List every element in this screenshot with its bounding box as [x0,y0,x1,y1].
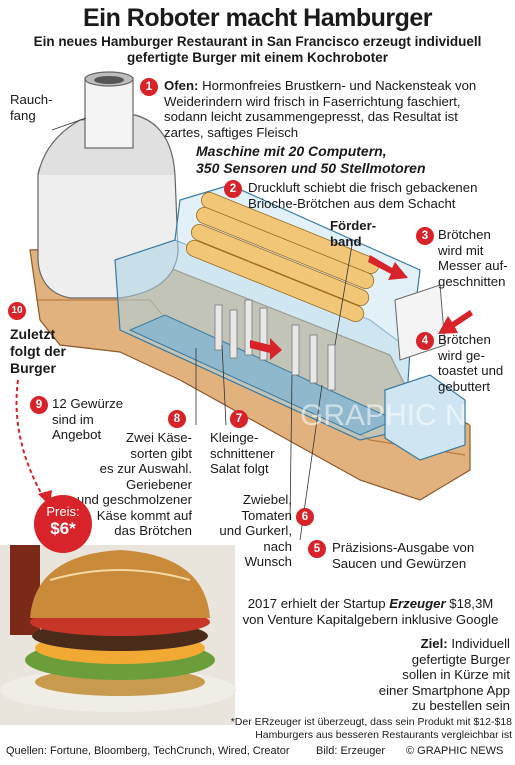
price-badge: Preis: $6* [34,495,92,553]
copyright: © GRAPHIC NEWS [406,745,504,757]
step-1-badge: 1 [140,78,158,96]
burger-photo [0,545,236,725]
step-5-text: Präzisions-Ausgabe von Saucen und Gewürz… [332,540,475,571]
step-10-text: Zuletzt folgt der Burger [10,326,66,376]
conveyor-label: Förder- band [330,218,377,249]
step-9-text: 12 Gewürze sind im Angebot [52,396,124,442]
machine-title: Maschine mit 20 Computern, 350 Sensoren … [196,143,426,176]
step-3-badge: 3 [416,227,434,245]
sources: Quellen: Fortune, Bloomberg, TechCrunch,… [6,745,290,757]
step-7-badge: 7 [230,410,248,428]
step-8-text: Zwei Käse- sorten gibt es zur Auswahl. G… [76,430,192,538]
step-5-badge: 5 [308,540,326,558]
step-4-badge: 4 [416,332,434,350]
funding-text: 2017 erhielt der Startup Erzeuger $18,3M… [242,596,499,627]
step-9-badge: 9 [30,396,48,414]
subtitle-line: gefertigte Burger mit einem Kochroboter [126,50,389,65]
step-10-badge: 10 [8,302,26,320]
subtitle-line: Ein neues Hamburger Restaurant in San Fr… [33,34,482,49]
watermark-text: GRAPHIC NEWS [300,399,515,432]
step-6-text: Zwiebel, Tomaten und Gurkerl, nach Wunsc… [219,492,292,569]
direction-arrows [250,255,473,360]
page-title: Ein Roboter macht Hamburger [82,4,433,32]
step-1-text: Ofen: Hormonfreies Brustkern- und Nacken… [164,78,477,140]
chimney [84,77,134,149]
step-6-badge: 6 [296,508,314,526]
step-3-text: Brötchen wird mit Messer auf- geschnitte… [438,227,508,289]
goal-text: Ziel: Individuell gefertigte Burger soll… [378,636,510,713]
bun-rollers [186,192,380,322]
chimney-label: Rauch- fang [10,92,53,123]
footnote: *Der ERzeuger ist überzeugt, dass sein P… [230,716,512,741]
step-2-badge: 2 [224,180,242,198]
step-8-badge: 8 [168,410,186,428]
step-7-text: Kleinge- schnittener Salat folgt [210,430,275,476]
page-subtitle: Ein neues Hamburger Restaurant in San Fr… [10,34,505,66]
toaster-box [384,374,466,461]
spice-tubes [214,299,336,391]
step-2-text: Druckluft schiebt die frisch gebackenen … [248,180,478,211]
step-4-text: Brötchen wird ge- toastet und gebuttert [438,332,504,394]
photo-credit: Bild: Erzeuger [316,745,386,757]
